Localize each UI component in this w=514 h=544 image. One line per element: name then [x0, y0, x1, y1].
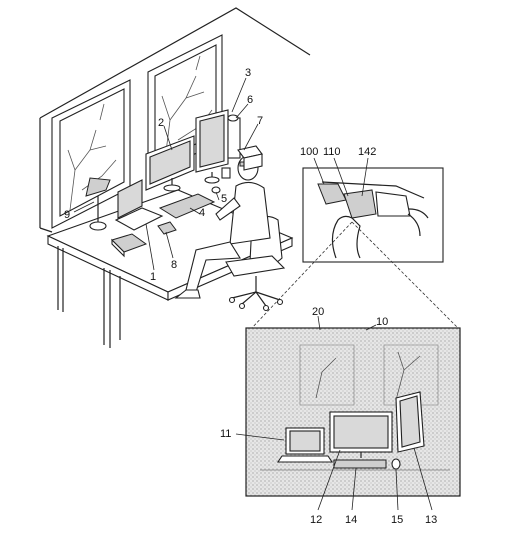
label-9: 9	[64, 209, 70, 221]
cup	[221, 167, 231, 179]
label-2: 2	[158, 117, 164, 129]
ar-mouse	[391, 458, 401, 470]
label-14: 14	[345, 514, 357, 526]
label-10: 10	[376, 316, 388, 328]
lamp	[85, 177, 111, 231]
keyboard	[158, 193, 216, 219]
label-8: 8	[171, 259, 177, 271]
label-100: 100	[300, 146, 318, 158]
label-20: 20	[312, 306, 324, 318]
label-15: 15	[391, 514, 403, 526]
label-1: 1	[150, 271, 156, 283]
ar-laptop	[276, 427, 334, 463]
projector	[237, 145, 263, 171]
laptop	[114, 179, 164, 231]
label-142: 142	[358, 146, 376, 158]
label-7: 7	[257, 115, 263, 127]
label-5: 5	[221, 193, 227, 205]
ar-keyboard	[333, 459, 387, 469]
label-110: 110	[323, 146, 341, 158]
monitor	[145, 135, 195, 192]
chair	[225, 215, 286, 312]
label-6: 6	[247, 94, 253, 106]
label-4: 4	[199, 207, 205, 219]
ar-monitor	[329, 411, 393, 458]
reference-numerals: 3 2 6 7 5 4 8 1 9 100 110 142 20 10 11 1…	[64, 67, 437, 526]
leader-lines	[73, 77, 433, 511]
label-11: 11	[220, 428, 231, 440]
room	[39, 7, 311, 233]
vertical-display	[195, 109, 241, 184]
tablet	[157, 221, 177, 235]
glasses-inset	[302, 167, 444, 263]
label-13: 13	[425, 514, 437, 526]
label-12: 12	[310, 514, 322, 526]
label-3: 3	[245, 67, 251, 79]
ar-view	[245, 327, 461, 497]
ar-vertical-display	[395, 391, 425, 453]
books	[111, 233, 148, 258]
projection-lines	[249, 221, 461, 331]
